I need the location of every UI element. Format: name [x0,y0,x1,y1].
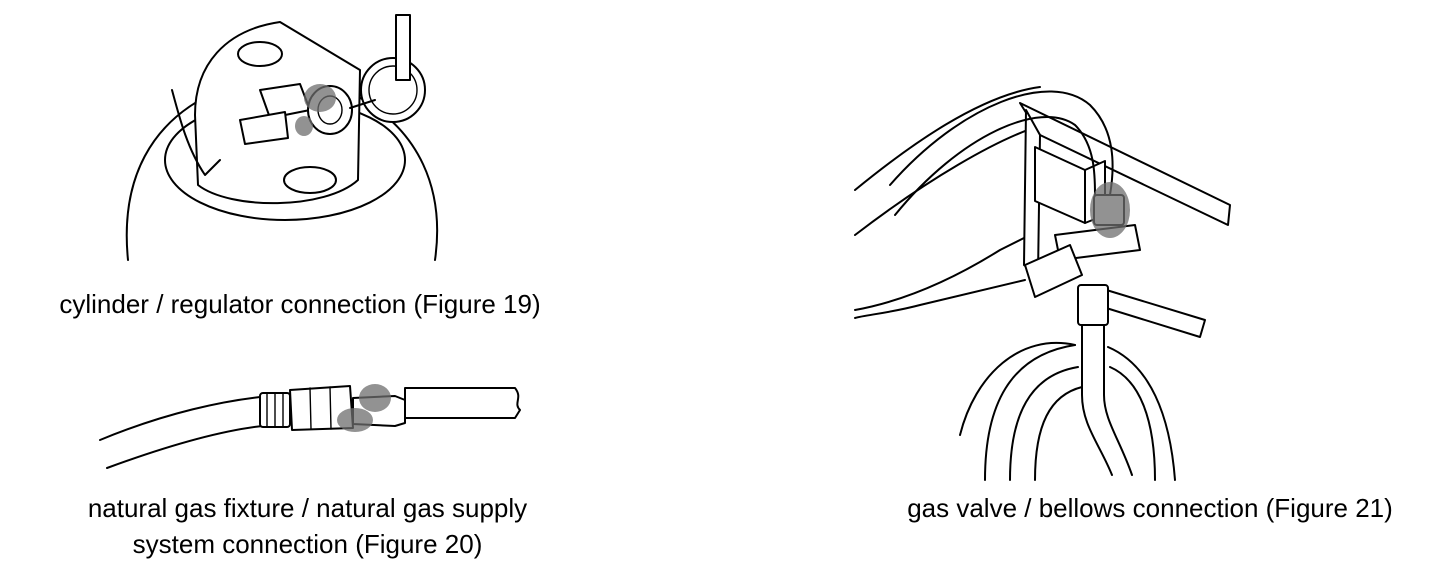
natural-gas-connection-illustration [99,384,521,469]
natural-gas-caption-line1: natural gas fixture / natural gas supply [87,493,528,523]
leak-check-point [1090,182,1130,238]
leak-check-point [337,408,373,432]
natural-gas-caption-line2: system connection (Figure 20) [132,529,483,559]
gas-valve-caption: gas valve / bellows connection (Figure 2… [907,493,1393,523]
cylinder-regulator-illustration [125,14,439,261]
leak-check-point [304,84,336,112]
leak-check-point [295,116,313,136]
cylinder-caption: cylinder / regulator connection (Figure … [59,289,541,319]
gas-valve-bellows-illustration [854,86,1231,481]
leak-check-point [359,384,391,412]
